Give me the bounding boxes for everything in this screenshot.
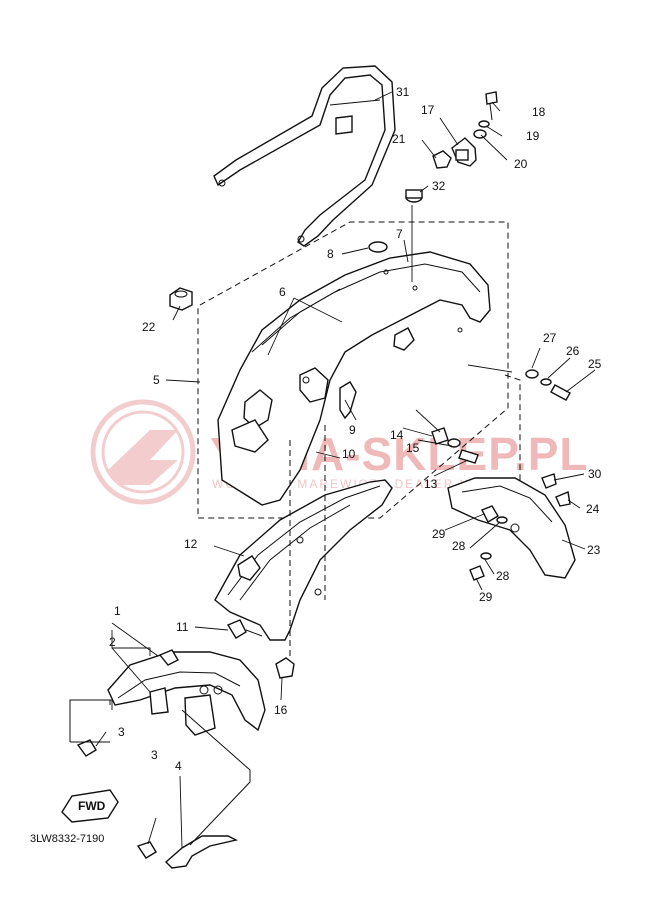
- label-17: 17: [421, 103, 435, 117]
- watermark-logo-icon: [90, 399, 196, 505]
- label-7: 7: [396, 227, 403, 241]
- label-29a: 29: [432, 527, 446, 541]
- label-21: 21: [392, 132, 406, 146]
- label-3a: 3: [118, 725, 125, 739]
- label-12: 12: [184, 537, 198, 551]
- fasteners: [76, 369, 571, 869]
- grommet: [169, 287, 193, 311]
- label-23: 23: [587, 543, 601, 557]
- label-8: 8: [327, 247, 334, 261]
- label-25: 25: [588, 357, 602, 371]
- label-4: 4: [175, 759, 182, 773]
- part-labels: 1 2 3 3 4 5 6 7 8 9 10 11 12 13 14 15 16…: [109, 85, 602, 773]
- label-6: 6: [279, 285, 286, 299]
- inner-fender: [214, 479, 393, 641]
- label-29b: 29: [479, 590, 493, 604]
- label-2: 2: [109, 635, 116, 649]
- label-15: 15: [406, 441, 420, 455]
- label-30: 30: [588, 467, 602, 481]
- rear-fender-extension: [447, 477, 576, 579]
- label-26: 26: [566, 344, 580, 358]
- label-13: 13: [424, 477, 438, 491]
- washer: [368, 241, 388, 253]
- label-31: 31: [396, 85, 410, 99]
- label-10: 10: [342, 447, 356, 461]
- label-3b: 3: [151, 748, 158, 762]
- bracket-assembly: [405, 91, 498, 203]
- label-32: 32: [432, 179, 446, 193]
- grab-bar: [213, 65, 396, 247]
- label-22: 22: [142, 320, 156, 334]
- label-20: 20: [514, 157, 528, 171]
- label-28b: 28: [496, 569, 510, 583]
- label-18: 18: [532, 105, 546, 119]
- front-fender: [107, 649, 266, 736]
- label-14: 14: [390, 428, 404, 442]
- label-27: 27: [543, 331, 557, 345]
- label-28a: 28: [452, 539, 466, 553]
- fwd-arrow-icon: FWD: [61, 789, 119, 823]
- label-1: 1: [114, 604, 121, 618]
- label-19: 19: [526, 129, 540, 143]
- label-11: 11: [176, 620, 189, 634]
- fwd-label: FWD: [78, 799, 106, 813]
- group-lines-front: [69, 699, 251, 846]
- label-5: 5: [153, 373, 160, 387]
- label-16: 16: [274, 703, 288, 717]
- diagram-code: 3LW8332-7190: [30, 833, 104, 845]
- label-9: 9: [349, 423, 356, 437]
- leader-lines: [72, 91, 596, 849]
- label-24: 24: [586, 502, 600, 516]
- group-box-rear-fender: [197, 221, 521, 530]
